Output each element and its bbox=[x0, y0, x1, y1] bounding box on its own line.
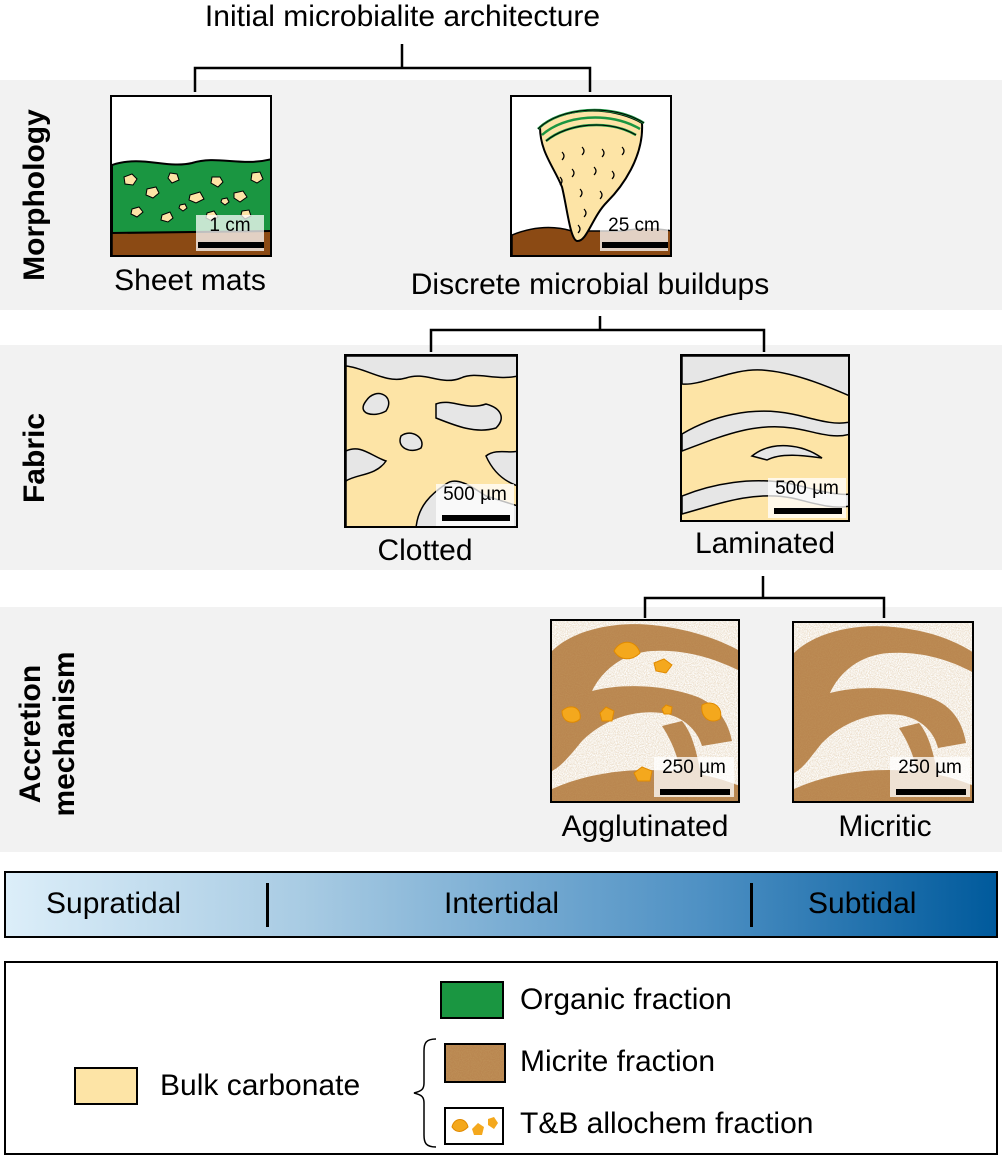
zone-divider-1 bbox=[266, 883, 269, 927]
buildups-scale-label: 25 cm bbox=[608, 215, 660, 236]
legend-label-micrite: Micrite fraction bbox=[520, 1045, 716, 1078]
legend-brace bbox=[413, 1038, 437, 1148]
diagram-title: Initial microbialite architecture bbox=[204, 0, 601, 33]
legend-swatch-micrite bbox=[444, 1043, 506, 1083]
legend-swatch-bulk bbox=[74, 1067, 138, 1105]
legend-label-organic: Organic fraction bbox=[520, 983, 732, 1016]
clotted-scale-label: 500 µm bbox=[443, 484, 507, 505]
laminated-scale-label: 500 µm bbox=[775, 478, 839, 499]
panel-micritic: 250 µm bbox=[792, 621, 974, 803]
clotted-scale-bar bbox=[442, 515, 510, 521]
agglutinated-scale-bar bbox=[660, 789, 730, 795]
laminated-scale-bar bbox=[774, 508, 842, 514]
caption-laminated: Laminated bbox=[694, 527, 836, 560]
caption-clotted: Clotted bbox=[377, 534, 473, 567]
agglutinated-scale-label: 250 µm bbox=[662, 757, 726, 778]
laminated-illustration bbox=[682, 356, 848, 520]
zone-intertidal: Intertidal bbox=[444, 887, 560, 920]
connector-morphology bbox=[193, 44, 592, 92]
allochem-icon bbox=[451, 1117, 498, 1135]
caption-sheet-mats: Sheet mats bbox=[114, 264, 266, 297]
connector-accretion bbox=[643, 576, 886, 618]
zone-supratidal: Supratidal bbox=[46, 887, 182, 920]
panel-sheet-mats: 1 cm bbox=[110, 95, 272, 257]
panel-agglutinated: 250 µm bbox=[550, 619, 740, 803]
caption-buildups: Discrete microbial buildups bbox=[410, 268, 770, 301]
connector-fabric bbox=[429, 316, 766, 352]
buildups-scale-bar bbox=[602, 242, 668, 248]
zone-subtidal: Subtidal bbox=[808, 887, 917, 920]
tidal-zone-bar: Supratidal Intertidal Subtidal bbox=[4, 871, 998, 938]
legend-swatch-organic bbox=[440, 981, 504, 1019]
micrite-texture bbox=[446, 1045, 504, 1081]
caption-agglutinated: Agglutinated bbox=[561, 810, 729, 843]
zone-divider-2 bbox=[750, 883, 753, 927]
caption-micritic: Micritic bbox=[838, 810, 932, 843]
micritic-scale-label: 250 µm bbox=[898, 757, 962, 778]
sheet-mats-scale-label: 1 cm bbox=[209, 215, 251, 236]
legend-label-bulk: Bulk carbonate bbox=[160, 1069, 361, 1102]
panel-buildups: 25 cm bbox=[510, 95, 672, 257]
legend-swatch-allochem bbox=[444, 1107, 504, 1145]
legend: Organic fraction Micrite fraction T&B al… bbox=[4, 961, 998, 1155]
panel-clotted: 500 µm bbox=[344, 354, 518, 528]
legend-label-allochem: T&B allochem fraction bbox=[520, 1107, 814, 1140]
sheet-mats-scale-bar bbox=[198, 242, 264, 248]
micritic-scale-bar bbox=[896, 789, 966, 795]
panel-laminated: 500 µm bbox=[680, 354, 850, 522]
